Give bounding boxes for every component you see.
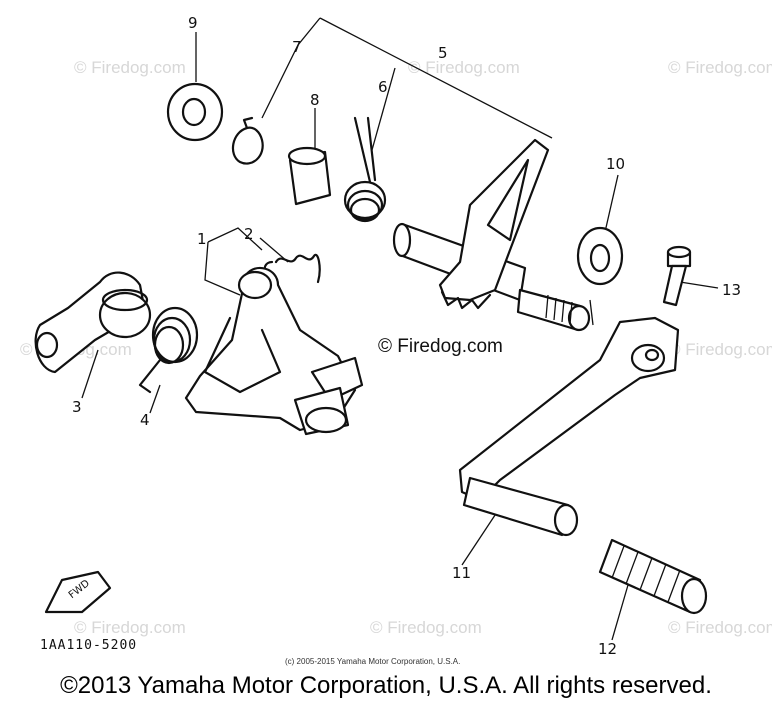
callout-5: 5 xyxy=(438,44,448,62)
shift-pedal-part-11 xyxy=(458,316,680,537)
watermark: © Firedog.com xyxy=(668,58,772,77)
callout-13: 13 xyxy=(722,281,742,299)
circlip-part-7 xyxy=(231,116,264,165)
rubber-part-12 xyxy=(598,538,708,615)
callout-7: 7 xyxy=(292,38,302,56)
spring-part-4 xyxy=(138,306,199,394)
callout-3: 3 xyxy=(72,398,82,416)
watermark: © Firedog.com xyxy=(668,340,772,359)
callout-4: 4 xyxy=(140,411,150,429)
guide-part-3 xyxy=(34,271,152,374)
callout-2: 2 xyxy=(244,225,254,243)
collar-part-8 xyxy=(287,146,332,206)
callout-6: 6 xyxy=(378,78,388,96)
callout-9: 9 xyxy=(188,14,198,32)
copyright-notice: ©2013 Yamaha Motor Corporation, U.S.A. A… xyxy=(60,672,712,699)
bolt-part-13 xyxy=(662,245,692,307)
shift-arm-part-1 xyxy=(184,266,364,436)
fwd-arrow-icon xyxy=(44,570,112,614)
watermark: © Firedog.com xyxy=(668,618,772,637)
callout-11: 11 xyxy=(452,564,472,582)
callout-12: 12 xyxy=(598,640,618,658)
torsion-spring-part-6 xyxy=(343,116,387,223)
watermark: © Firedog.com xyxy=(408,58,520,77)
watermark: © Firedog.com xyxy=(74,618,186,637)
washer-part-9 xyxy=(166,82,224,142)
callout-1: 1 xyxy=(197,230,207,248)
shift-shaft-part-5 xyxy=(392,138,591,332)
oil-seal-part-10 xyxy=(576,226,624,286)
small-copyright: (c) 2005-2015 Yamaha Motor Corporation, … xyxy=(285,657,461,666)
callout-10: 10 xyxy=(606,155,626,173)
watermark: © Firedog.com xyxy=(370,618,482,637)
callout-8: 8 xyxy=(310,91,320,109)
part-number: 1AA110-5200 xyxy=(40,638,138,653)
watermark: © Firedog.com xyxy=(74,58,186,77)
center-watermark: © Firedog.com xyxy=(376,336,505,358)
